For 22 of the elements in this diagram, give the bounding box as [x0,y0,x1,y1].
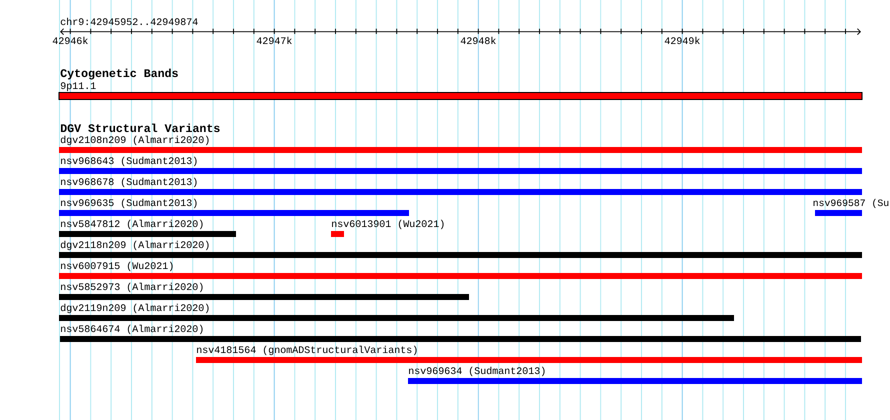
feature-label: nsv5852973 (Almarri2020) [61,282,203,292]
feature-label: nsv5847812 (Almarri2020) [61,220,203,230]
feature-label: dgv2119n209 (Almarri2020) [60,304,209,314]
feature-label: nsv6013901 (Wu2021) [332,220,444,230]
feature-label: nsv969587 (Su [814,198,888,208]
tick-label: 42946k [52,36,88,44]
feature-label: dgv2118n209 (Almarri2020) [60,240,209,250]
feature-label: nsv6007915 (Wu2021) [61,262,173,272]
feature-label: nsv969635 (Sudmant2013) [61,198,197,208]
track-title: DGV Structural Variants [60,124,220,132]
feature-label: nsv968678 (Sudmant2013) [61,178,197,188]
feature-label: nsv968643 (Sudmant2013) [61,156,197,166]
band-label: 9p11.1 [60,82,96,92]
tick-label: 42949k [664,36,700,44]
tick-label: 42947k [256,36,292,44]
region-label: chr9:42945952..42949874 [60,18,198,26]
feature-label: nsv5864674 (Almarri2020) [61,324,203,334]
tick-label: 42948k [460,36,496,44]
feature-label: nsv969634 (Sudmant2013) [409,366,545,376]
track-title: Cytogenetic Bands [60,68,178,80]
feature-label: nsv4181564 (gnomADStructuralVariants) [197,346,417,356]
feature-label: dgv2108n209 (Almarri2020) [60,136,209,146]
